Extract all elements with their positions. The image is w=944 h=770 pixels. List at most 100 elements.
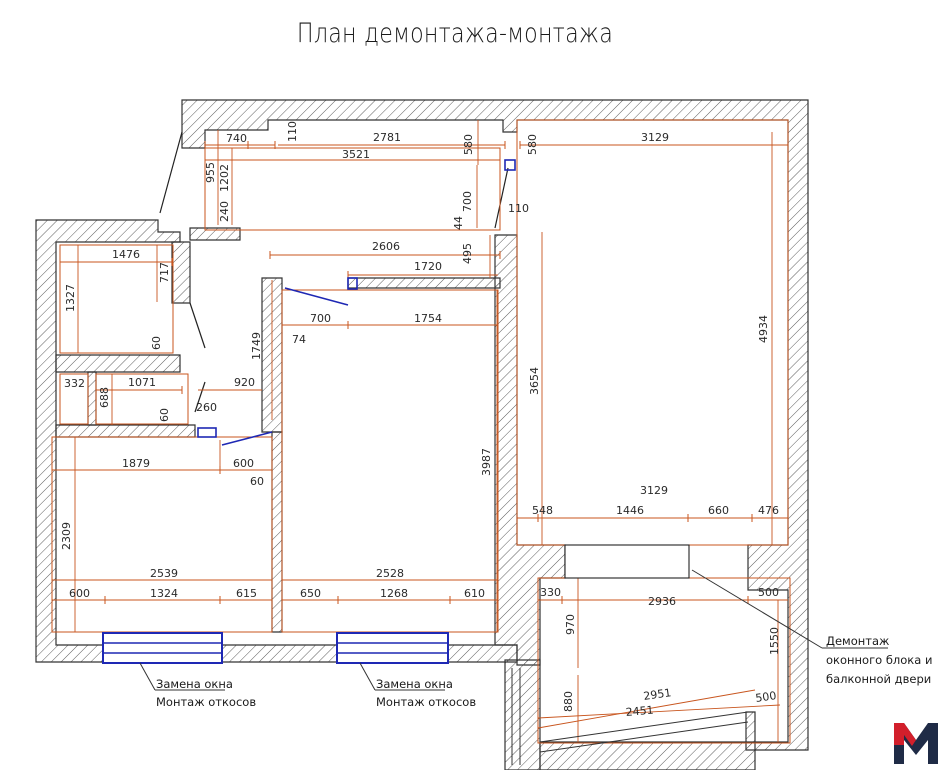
dim-label: 600 bbox=[69, 587, 90, 600]
dim-label: 548 bbox=[532, 504, 553, 517]
dim-label: 1879 bbox=[122, 457, 150, 470]
dim-label: 495 bbox=[461, 243, 474, 264]
front-wall-mid bbox=[221, 644, 338, 663]
entrance-door-line bbox=[159, 131, 183, 214]
room-divider-wall bbox=[271, 431, 283, 633]
dim-label: 2539 bbox=[150, 567, 178, 580]
window1-note-line2: Монтаж откосов bbox=[156, 695, 256, 709]
dim-label: 2936 bbox=[648, 595, 676, 608]
room-hallway bbox=[204, 147, 501, 231]
dim-label: 330 bbox=[540, 586, 561, 599]
company-logo bbox=[894, 723, 938, 764]
balcony-window-block bbox=[564, 544, 690, 579]
dim-label: 2309 bbox=[60, 522, 73, 550]
notes: Замена окна Монтаж откосов Замена окна М… bbox=[156, 634, 932, 709]
window2-note-line2: Монтаж откосов bbox=[376, 695, 476, 709]
dim-label: 920 bbox=[234, 376, 255, 389]
outer-walls bbox=[35, 99, 809, 770]
balcony-note-line3: балконной двери bbox=[826, 672, 931, 686]
dim-label: 688 bbox=[98, 387, 111, 408]
balcony-bottom-wall bbox=[539, 741, 756, 770]
dim-label: 1202 bbox=[218, 164, 231, 192]
demolition-marks bbox=[197, 159, 516, 446]
dim-label: 955 bbox=[204, 162, 217, 183]
dim-label: 650 bbox=[300, 587, 321, 600]
door-swing-line-2 bbox=[194, 381, 206, 413]
dim-label: 1550 bbox=[768, 627, 781, 655]
dim-label: 700 bbox=[461, 191, 474, 212]
dim-label: 1720 bbox=[414, 260, 442, 273]
dim-label: 2951 bbox=[643, 686, 673, 703]
dim-label: 240 bbox=[218, 201, 231, 222]
dim-label: 60 bbox=[250, 475, 264, 488]
room-332 bbox=[59, 373, 89, 425]
window1-leader bbox=[139, 662, 156, 691]
plan-title: План демонтажа-монтажа bbox=[296, 18, 614, 49]
dim-label: 615 bbox=[236, 587, 257, 600]
dimension-labels: 740 110 2781 580 580 3129 3521 955 1202 … bbox=[60, 121, 781, 719]
hall-wall-left bbox=[171, 241, 191, 304]
note-leader bbox=[691, 569, 823, 649]
dim-label: 500 bbox=[758, 586, 779, 599]
window2-leader bbox=[359, 662, 376, 691]
dim-label: 700 bbox=[310, 312, 331, 325]
dim-label: 880 bbox=[562, 691, 575, 712]
dim-label: 740 bbox=[226, 132, 247, 145]
dim-label: 1071 bbox=[128, 376, 156, 389]
dim-label: 260 bbox=[196, 401, 217, 414]
dim-label: 600 bbox=[233, 457, 254, 470]
bath-wall-bottom bbox=[55, 424, 196, 438]
dim-label: 3129 bbox=[641, 131, 669, 144]
room-living bbox=[516, 119, 789, 546]
dim-label: 1446 bbox=[616, 504, 644, 517]
hall-nook bbox=[189, 227, 241, 241]
window-middle bbox=[336, 632, 449, 664]
dim-label: 74 bbox=[292, 333, 306, 346]
dim-label: 610 bbox=[464, 587, 485, 600]
dim-label: 1754 bbox=[414, 312, 442, 325]
dim-label: 3129 bbox=[640, 484, 668, 497]
dim-label: 2606 bbox=[372, 240, 400, 253]
dim-label: 2528 bbox=[376, 567, 404, 580]
dim-label: 717 bbox=[158, 262, 171, 283]
balcony-left-wall bbox=[504, 659, 541, 770]
balcony-glazing bbox=[511, 668, 749, 765]
dimension-lines bbox=[52, 120, 788, 742]
dim-label: 4934 bbox=[757, 315, 770, 343]
dim-label: 1268 bbox=[380, 587, 408, 600]
door-swing-line bbox=[189, 302, 206, 349]
dim-label: 110 bbox=[508, 202, 529, 215]
dim-label: 2451 bbox=[625, 704, 654, 719]
left-wall bbox=[35, 219, 181, 663]
dim-label: 332 bbox=[64, 377, 85, 390]
balcony-note-line2: оконного блока и bbox=[826, 653, 932, 667]
dim-label: 476 bbox=[758, 504, 779, 517]
central-wall bbox=[494, 234, 566, 666]
dim-label: 3521 bbox=[342, 148, 370, 161]
dim-label: 970 bbox=[564, 614, 577, 635]
dim-label: 1324 bbox=[150, 587, 178, 600]
dim-label: 500 bbox=[755, 689, 778, 705]
dim-label: 580 bbox=[462, 134, 475, 155]
dim-label: 44 bbox=[452, 216, 465, 230]
dim-label: 3987 bbox=[480, 448, 493, 476]
kitchen-wall-top bbox=[347, 277, 501, 289]
window1-note-line1: Замена окна bbox=[156, 677, 233, 691]
dim-label: 60 bbox=[150, 336, 163, 350]
dim-label: 1327 bbox=[64, 284, 77, 312]
dim-label: 580 bbox=[526, 134, 539, 155]
dim-label: 1749 bbox=[250, 332, 263, 360]
window-left bbox=[102, 632, 223, 664]
dim-label: 1476 bbox=[112, 248, 140, 261]
room-bath bbox=[95, 373, 189, 425]
window2-note-line1: Замена окна bbox=[376, 677, 453, 691]
bath-partition bbox=[87, 371, 97, 426]
dim-label: 110 bbox=[286, 121, 299, 142]
balcony-note-line1: Демонтаж bbox=[826, 634, 889, 648]
dim-label: 660 bbox=[708, 504, 729, 517]
bath-wall-top bbox=[55, 354, 181, 373]
room-toilet bbox=[59, 244, 174, 354]
dim-label: 60 bbox=[158, 408, 171, 422]
door-swing-line-3 bbox=[494, 167, 509, 229]
